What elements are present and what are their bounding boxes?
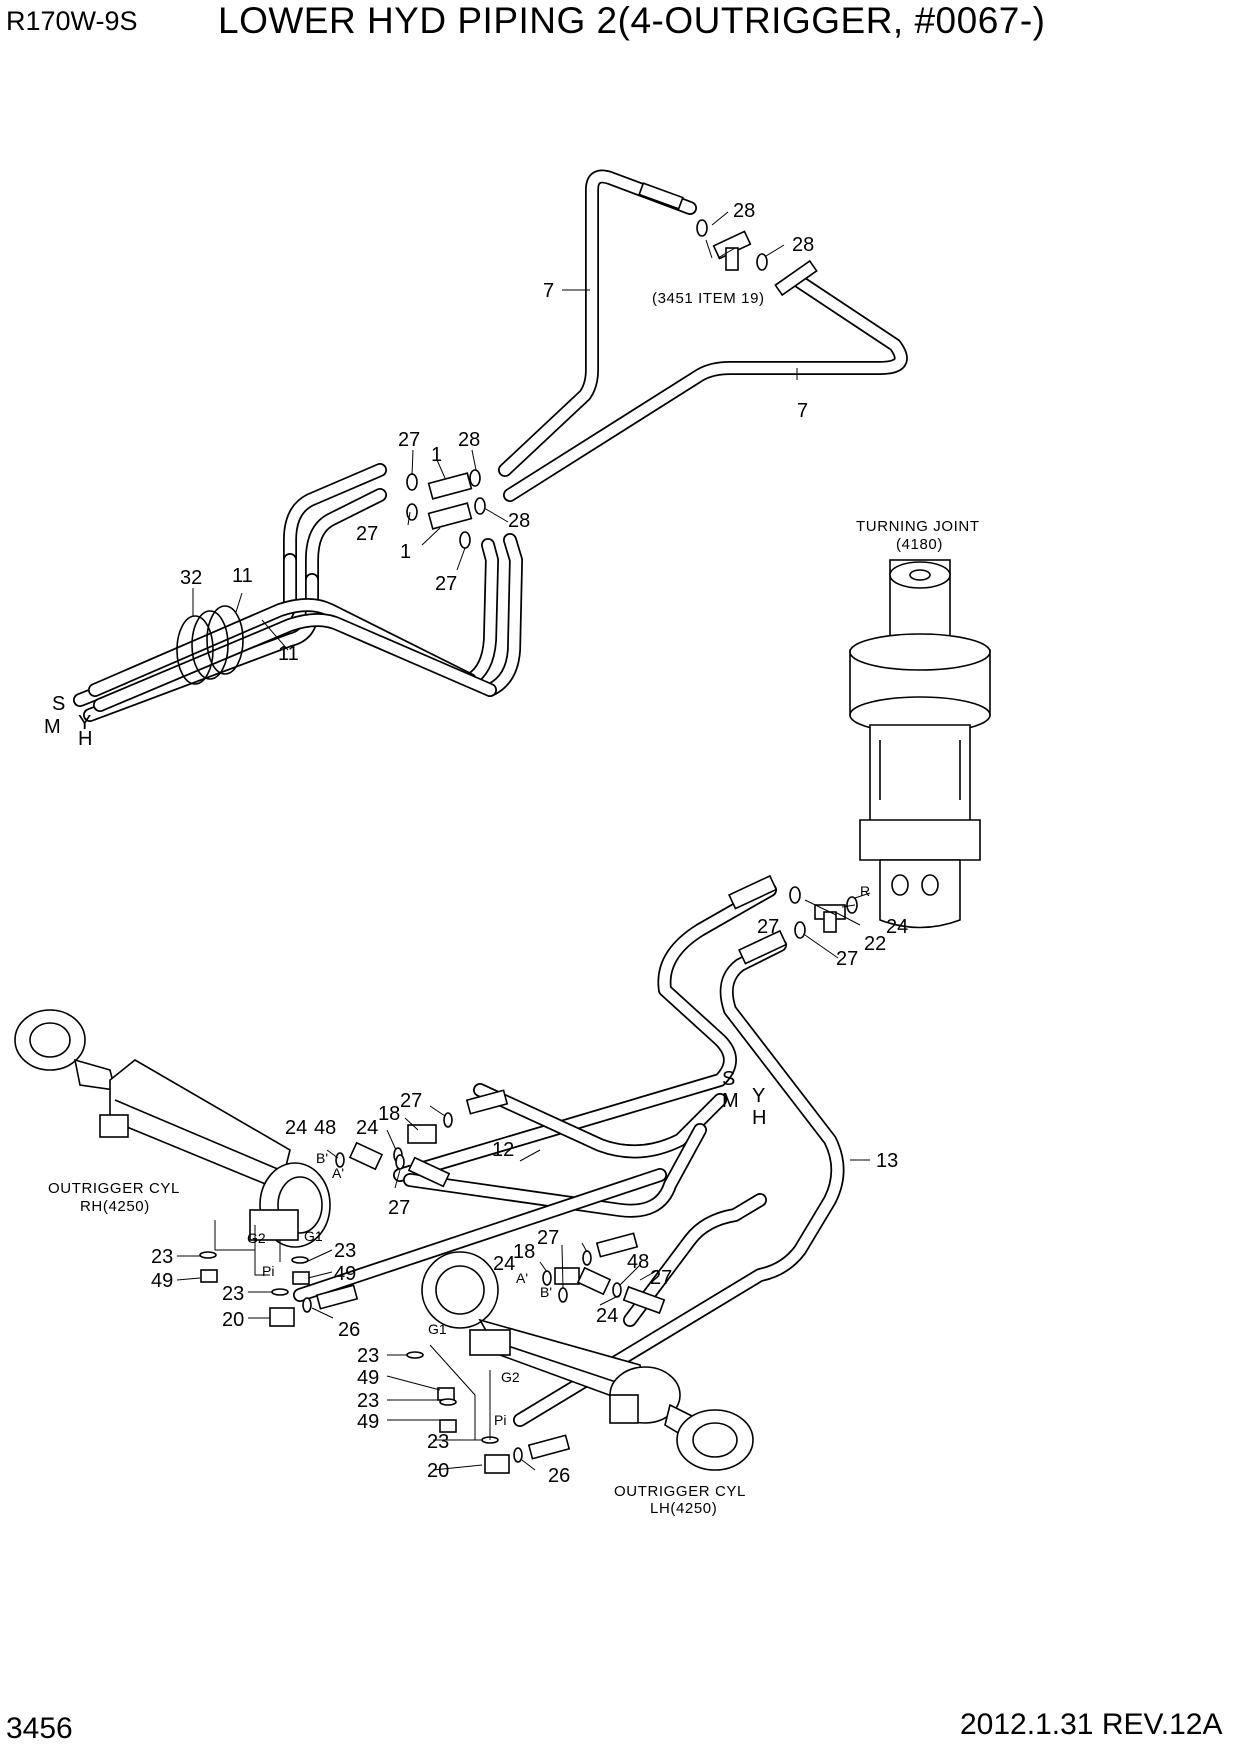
port-label-a: A' xyxy=(516,1270,528,1286)
callout-18: 18 xyxy=(513,1241,535,1263)
callout-28: 28 xyxy=(458,429,480,451)
outrigger-cylinder-rh xyxy=(14,1009,331,1248)
callout-28: 28 xyxy=(733,200,755,222)
port-label-g1: G1 xyxy=(304,1228,323,1244)
port-labels: S M Y H S M Y H R B' A' G2 G1 Pi A' B' G… xyxy=(44,693,870,1428)
callout-1: 1 xyxy=(431,444,442,466)
callout-23: 23 xyxy=(357,1390,379,1412)
callout-27: 27 xyxy=(356,523,378,545)
callout-22: 22 xyxy=(864,933,886,955)
callout-27: 27 xyxy=(435,573,457,595)
callout-20: 20 xyxy=(427,1460,449,1482)
callout-32: 32 xyxy=(180,567,202,589)
callout-20: 20 xyxy=(222,1309,244,1331)
hose-bundle-11 xyxy=(73,553,497,722)
cylinder-rh-caption: OUTRIGGER CYL xyxy=(48,1180,180,1197)
callout-48: 48 xyxy=(627,1251,649,1273)
item-ref-caption: (3451 ITEM 19) xyxy=(652,290,765,307)
tee-fitting-top xyxy=(696,219,768,271)
callout-7: 7 xyxy=(543,280,554,302)
captions: (3451 ITEM 19) TURNING JOINT (4180) OUTR… xyxy=(48,290,980,1517)
port-label-b: B' xyxy=(540,1284,552,1300)
port-label-a: A' xyxy=(332,1165,344,1181)
port-label-g1: G1 xyxy=(428,1321,447,1337)
callout-27: 27 xyxy=(836,948,858,970)
turning-joint-ref: (4180) xyxy=(896,536,943,553)
callout-27: 27 xyxy=(388,1197,410,1219)
callout-24: 24 xyxy=(356,1117,378,1139)
revision-stamp: 2012.1.31 REV.12A xyxy=(960,1708,1222,1742)
callout-27: 27 xyxy=(400,1090,422,1112)
port-label-h: H xyxy=(752,1107,766,1129)
cylinder-lh-caption: OUTRIGGER CYL xyxy=(614,1483,746,1500)
port-label-m: M xyxy=(722,1090,739,1112)
callout-24: 24 xyxy=(596,1305,618,1327)
turning-joint xyxy=(849,559,991,929)
callout-26: 26 xyxy=(548,1465,570,1487)
callout-28: 28 xyxy=(508,510,530,532)
callout-11: 11 xyxy=(278,643,299,665)
revision-code: REV.12A xyxy=(1101,1708,1223,1741)
port-label-y: Y xyxy=(78,712,91,734)
port-label-h: H xyxy=(78,728,92,750)
callout-27: 27 xyxy=(650,1267,672,1289)
port-label-s: S xyxy=(722,1068,735,1090)
callout-1: 1 xyxy=(400,541,411,563)
cylinder-lh-ref: LH(4250) xyxy=(650,1500,717,1517)
port-label-b: B' xyxy=(316,1150,328,1166)
callout-27: 27 xyxy=(537,1227,559,1249)
callout-24: 24 xyxy=(285,1117,307,1139)
page-title: LOWER HYD PIPING 2(4-OUTRIGGER, #0067-) xyxy=(218,0,1046,41)
callout-23: 23 xyxy=(334,1240,356,1262)
callout-labels: 28 28 7 7 27 1 28 27 1 28 27 32 11 11 27… xyxy=(151,200,908,1487)
callout-49: 49 xyxy=(151,1270,173,1292)
turning-joint-caption: TURNING JOINT xyxy=(856,518,980,535)
port-label-y: Y xyxy=(752,1085,765,1107)
revision-date: 2012.1.31 xyxy=(960,1708,1094,1741)
port-label-g2: G2 xyxy=(247,1230,266,1246)
rh-port-fittings xyxy=(199,1089,509,1327)
callout-23: 23 xyxy=(427,1431,449,1453)
callout-27: 27 xyxy=(398,429,420,451)
cylinder-rh-ref: RH(4250) xyxy=(80,1198,150,1215)
port-label-s: S xyxy=(52,693,65,715)
page-number: 3456 xyxy=(6,1712,73,1745)
hose-12-13 xyxy=(293,883,845,1427)
port-label-r: R xyxy=(860,883,870,899)
callout-7: 7 xyxy=(797,400,808,422)
callout-18: 18 xyxy=(378,1103,400,1125)
callout-11: 11 xyxy=(232,565,253,587)
callout-12: 12 xyxy=(492,1139,514,1161)
port-label-pi: Pi xyxy=(262,1263,274,1279)
callout-13: 13 xyxy=(876,1150,898,1172)
port-label-m: M xyxy=(44,716,61,738)
callout-24: 24 xyxy=(493,1253,515,1275)
callout-48: 48 xyxy=(314,1117,336,1139)
callout-23: 23 xyxy=(151,1246,173,1268)
hose-7-loop xyxy=(498,169,908,502)
callout-27: 27 xyxy=(757,916,779,938)
port-label-g2: G2 xyxy=(501,1369,520,1385)
callout-28: 28 xyxy=(792,234,814,256)
leader-lines xyxy=(176,211,871,1471)
callout-23: 23 xyxy=(222,1283,244,1305)
callout-49: 49 xyxy=(357,1411,379,1433)
callout-49: 49 xyxy=(357,1367,379,1389)
model-number: R170W-9S xyxy=(6,6,138,36)
callout-24: 24 xyxy=(886,916,908,938)
lh-port-fittings xyxy=(406,1232,666,1474)
callout-26: 26 xyxy=(338,1319,360,1341)
callout-23: 23 xyxy=(357,1345,379,1367)
callout-49: 49 xyxy=(334,1263,356,1285)
port-label-pi: Pi xyxy=(494,1412,506,1428)
outrigger-cylinder-lh xyxy=(421,1251,754,1471)
